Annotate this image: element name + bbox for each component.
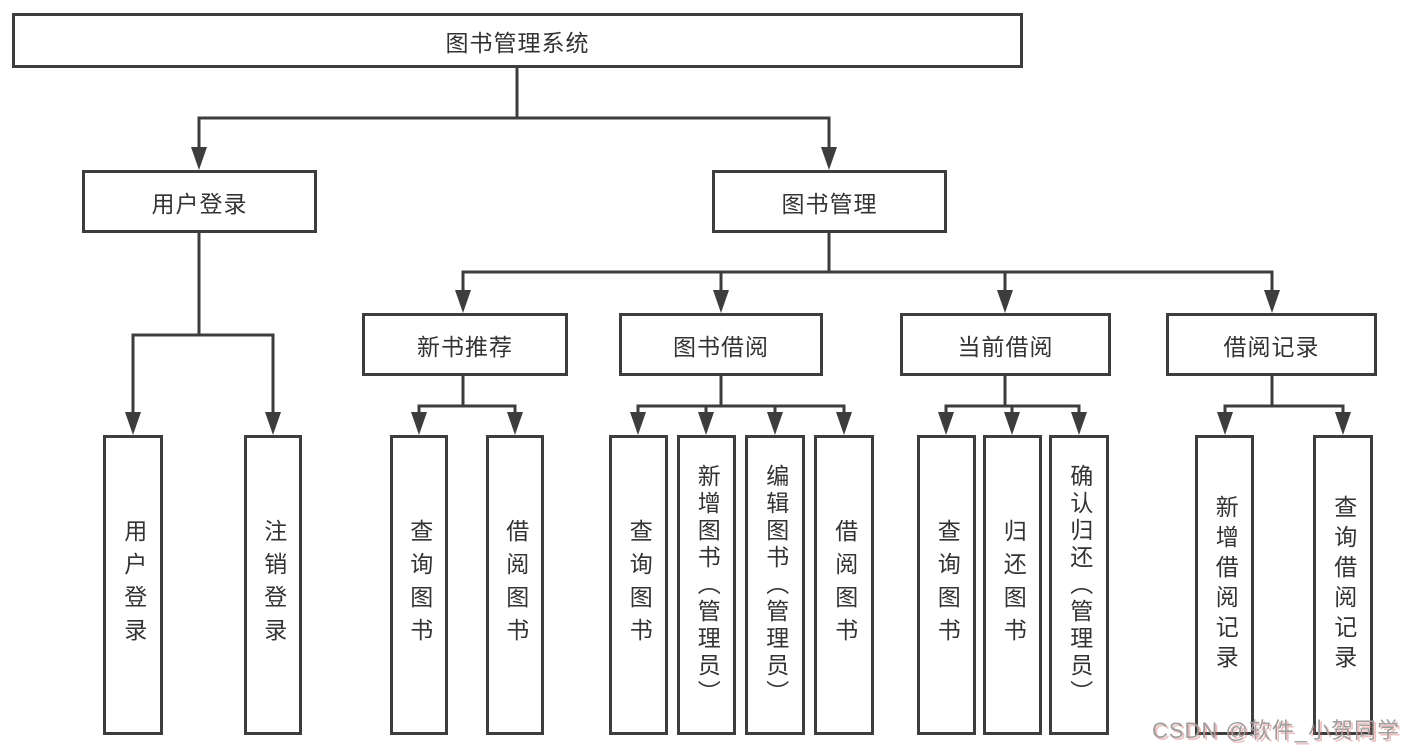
arrowhead [1217, 412, 1233, 435]
connector-current-borrowing-children [944, 373, 1081, 420]
leaf-logout: 注销登录 [244, 435, 302, 735]
arrowhead [821, 147, 837, 170]
node-user-login-label: 用户登录 [151, 190, 248, 217]
arrowhead [507, 412, 523, 435]
connector-new-book-children [417, 373, 517, 420]
connector-root-to-level2 [197, 65, 831, 155]
leaf-borrow-books-label: 借阅图书 [831, 519, 858, 651]
arrowhead [455, 290, 471, 313]
leaf-return-books: 归还图书 [983, 435, 1042, 735]
node-root: 图书管理系统 [12, 13, 1023, 68]
arrowhead [997, 290, 1013, 313]
node-book-borrowing: 图书借阅 [619, 313, 823, 376]
arrowhead [630, 412, 646, 435]
connector-user-login-children [131, 230, 275, 420]
node-book-management-label: 图书管理 [781, 190, 878, 217]
node-book-borrowing-label: 图书借阅 [673, 333, 769, 360]
leaf-query-borrow-record: 查询借阅记录 [1313, 435, 1373, 735]
leaf-borrow-books: 借阅图书 [814, 435, 874, 735]
arrowhead [1071, 412, 1087, 435]
leaf-logout-label: 注销登录 [260, 519, 287, 651]
arrowhead [191, 147, 207, 170]
node-borrowing-records: 借阅记录 [1166, 313, 1377, 376]
arrowhead [1335, 412, 1351, 435]
connector-book-management-children [461, 230, 1274, 298]
arrowhead [698, 412, 714, 435]
node-root-label: 图书管理系统 [445, 29, 590, 56]
leaf-edit-books-admin-label: 编辑图书（管理员） [762, 463, 789, 707]
leaf-query-books-borrowing: 查询图书 [609, 435, 668, 735]
leaf-query-books-borrowing-label: 查询图书 [626, 519, 653, 651]
arrowhead [125, 412, 141, 435]
leaf-query-books-current: 查询图书 [917, 435, 976, 735]
leaf-user-login-label: 用户登录 [120, 519, 147, 651]
arrowhead [1264, 290, 1280, 313]
leaf-add-books-admin: 新增图书（管理员） [677, 435, 736, 735]
node-borrowing-records-label: 借阅记录 [1223, 333, 1320, 360]
leaf-confirm-return-admin: 确认归还（管理员） [1049, 435, 1109, 735]
leaf-user-login: 用户登录 [103, 435, 163, 735]
leaf-query-books-recommend: 查询图书 [390, 435, 448, 735]
leaf-add-borrow-record: 新增借阅记录 [1195, 435, 1254, 735]
leaf-add-borrow-record-label: 新增借阅记录 [1212, 495, 1239, 675]
arrowhead [938, 412, 954, 435]
connector-borrow-records-children [1223, 373, 1345, 420]
leaf-query-borrow-record-label: 查询借阅记录 [1330, 495, 1357, 675]
leaf-borrow-books-recommend: 借阅图书 [486, 435, 544, 735]
arrowheads [125, 147, 1351, 435]
leaf-confirm-return-admin-label: 确认归还（管理员） [1066, 463, 1093, 707]
leaf-query-books-current-label: 查询图书 [934, 519, 961, 651]
leaf-query-books-recommend-label: 查询图书 [406, 519, 433, 651]
leaf-add-books-admin-label: 新增图书（管理员） [694, 463, 721, 707]
node-user-login: 用户登录 [82, 170, 317, 233]
leaf-return-books-label: 归还图书 [1000, 519, 1027, 651]
arrowhead [836, 412, 852, 435]
arrowhead [713, 290, 729, 313]
node-book-management: 图书管理 [712, 170, 947, 233]
node-current-borrowing-label: 当前借阅 [957, 333, 1054, 360]
leaf-borrow-books-recommend-label: 借阅图书 [502, 519, 529, 651]
arrowhead [1004, 412, 1020, 435]
node-current-borrowing: 当前借阅 [900, 313, 1111, 376]
csdn-watermark: CSDN @软件_小贺同学 [1151, 718, 1400, 743]
arrowhead [767, 412, 783, 435]
arrowhead [411, 412, 427, 435]
connector-book-borrowing-children [636, 373, 846, 420]
leaf-edit-books-admin: 编辑图书（管理员） [745, 435, 805, 735]
arrowhead [265, 412, 281, 435]
node-new-book-recommendation-label: 新书推荐 [417, 333, 513, 360]
node-new-book-recommendation: 新书推荐 [362, 313, 568, 376]
